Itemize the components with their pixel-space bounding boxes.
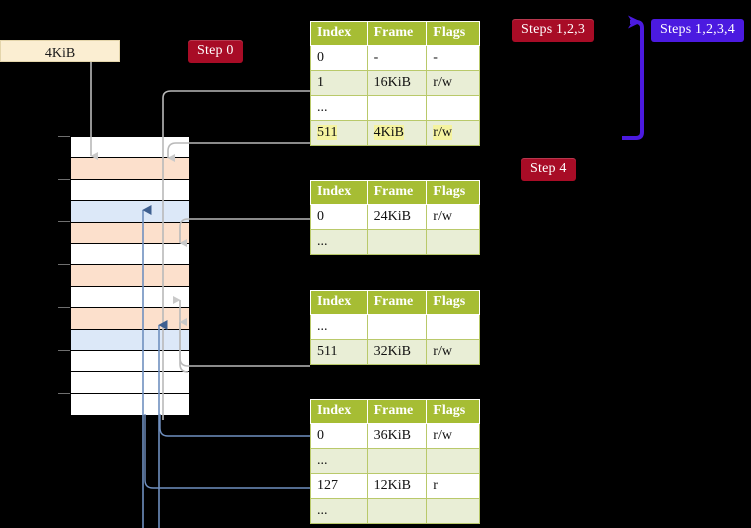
table-row: 0-- <box>310 45 480 71</box>
table-cell: r/w <box>426 70 480 96</box>
table-cell: 0 <box>310 45 368 71</box>
table-cell <box>426 229 480 255</box>
table-row: ... <box>310 229 480 255</box>
highlighted-value: 511 <box>317 124 338 140</box>
arrow-purple-bracket <box>622 15 644 140</box>
memory-tick <box>58 307 70 308</box>
table-row: 511 4KiB r/w <box>310 120 480 146</box>
table-cell: 1 <box>310 70 368 96</box>
table-cell: - <box>366 45 428 71</box>
table-cell: r <box>426 473 480 499</box>
memory-row <box>71 244 189 266</box>
table-cell: 16KiB <box>366 70 428 96</box>
table-header-index: Index <box>310 21 368 46</box>
table-cell <box>426 448 480 474</box>
table-header-index: Index <box>310 290 368 315</box>
table-header-flags: Flags <box>426 180 480 205</box>
memory-row <box>71 308 189 330</box>
table-header-frame: Frame <box>366 399 428 424</box>
wire-pt-row127-to-memory <box>144 414 310 489</box>
table-row: ... <box>310 314 480 340</box>
table-header-flags: Flags <box>426 21 480 46</box>
table-cell <box>366 229 428 255</box>
table-row: ... <box>310 498 480 524</box>
badge-steps-123: Steps 1,2,3 <box>512 19 595 42</box>
highlighted-value: 4KiB <box>373 124 404 140</box>
memory-tick <box>58 264 70 265</box>
table-cell <box>426 314 480 340</box>
table-cell: 127 <box>310 473 368 499</box>
table-header-frame: Frame <box>366 21 428 46</box>
memory-row <box>71 158 189 180</box>
memory-row <box>71 201 189 223</box>
memory-row <box>71 222 189 244</box>
table-cell: ... <box>310 314 368 340</box>
table-cell: r/w <box>426 423 480 449</box>
table-cell: - <box>426 45 480 71</box>
table-cell: 511 <box>310 339 368 365</box>
table-header-frame: Frame <box>366 290 428 315</box>
memory-row <box>71 372 189 394</box>
highlighted-value: r/w <box>433 124 452 140</box>
table-cell <box>366 498 428 524</box>
memory-tick <box>58 136 70 137</box>
table-header-index: Index <box>310 180 368 205</box>
table-cell: r/w <box>426 339 480 365</box>
table-cell: ... <box>310 229 368 255</box>
table-cell: 24KiB <box>366 204 428 230</box>
memory-tick <box>58 393 70 394</box>
memory-tick <box>58 221 70 222</box>
table-cell <box>426 498 480 524</box>
physical-memory-column <box>70 136 190 416</box>
memory-tick <box>58 350 70 351</box>
wire-pt-row0-to-memory <box>159 414 310 437</box>
table-cell <box>366 314 428 340</box>
table-cell: r/w <box>426 120 480 146</box>
table-header-index: Index <box>310 399 368 424</box>
memory-row <box>71 393 189 416</box>
memory-row <box>71 351 189 373</box>
memory-row <box>71 265 189 287</box>
table-row: ... <box>310 95 480 121</box>
cr3-register-box: 4KiB <box>0 40 120 62</box>
table-cell: 4KiB <box>366 120 428 146</box>
memory-tick <box>58 179 70 180</box>
table-cell: 0 <box>310 423 368 449</box>
table-cell: 0 <box>310 204 368 230</box>
table-cell: ... <box>310 498 368 524</box>
table-header-flags: Flags <box>426 399 480 424</box>
table-cell: 36KiB <box>366 423 428 449</box>
wire-pdpt-to-memory <box>179 218 310 247</box>
memory-row <box>71 286 189 309</box>
table-cell: 12KiB <box>366 473 428 499</box>
table-row: ... <box>310 448 480 474</box>
table-cell: 511 <box>310 120 368 146</box>
table-cell <box>366 448 428 474</box>
wire-pd-to-memory <box>173 296 310 367</box>
memory-row <box>71 137 189 159</box>
memory-row <box>71 329 189 351</box>
table-header-frame: Frame <box>366 180 428 205</box>
table-cell: ... <box>310 448 368 474</box>
table-cell <box>366 95 428 121</box>
table-cell: ... <box>310 95 368 121</box>
table-cell: r/w <box>426 204 480 230</box>
badge-step-0: Step 0 <box>188 40 243 63</box>
table-header-flags: Flags <box>426 290 480 315</box>
badge-steps-1234: Steps 1,2,3,4 <box>651 19 744 42</box>
memory-row <box>71 179 189 202</box>
badge-step-4: Step 4 <box>521 158 576 181</box>
table-cell: 32KiB <box>366 339 428 365</box>
table-cell <box>426 95 480 121</box>
